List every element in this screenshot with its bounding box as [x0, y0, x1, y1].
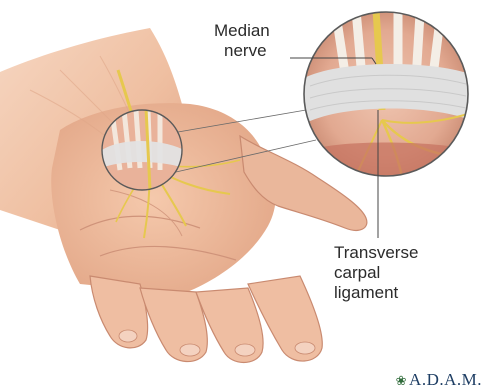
- transverse-carpal-ligament-label-line3: ligament: [334, 284, 398, 302]
- transverse-carpal-ligament-label-line1: Transverse: [334, 244, 418, 262]
- median-nerve-label-line2: nerve: [224, 42, 267, 60]
- zoom-detail-circle: [304, 10, 470, 180]
- leaf-icon: ❀: [396, 373, 407, 389]
- adam-logo: ❀A.D.A.M.: [396, 370, 482, 390]
- transverse-carpal-ligament-label-line2: carpal: [334, 264, 380, 282]
- adam-logo-text: A.D.A.M.: [409, 370, 482, 389]
- median-nerve-label-line1: Median: [214, 22, 270, 40]
